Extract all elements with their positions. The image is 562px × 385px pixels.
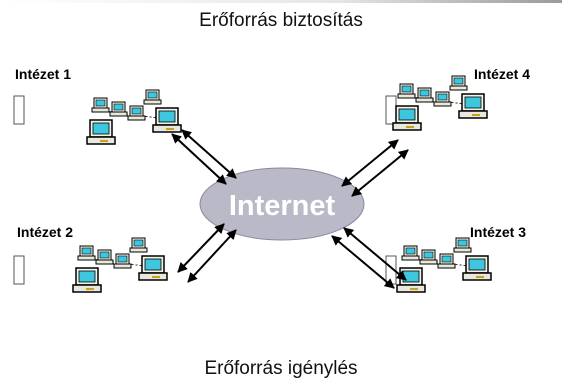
document-icon (13, 95, 25, 125)
institute-1-label: Intézet 1 (15, 66, 72, 82)
arrow-icon (187, 229, 237, 283)
top-caption: Erőforrás biztosítás (199, 10, 363, 31)
arrow-icon (343, 227, 407, 281)
institute-2-label: Intézet 2 (17, 224, 74, 240)
internet-label: Internet (229, 190, 336, 222)
arrow-icon (351, 149, 409, 197)
institute-4-computers (393, 76, 487, 130)
institute-1-computers (87, 90, 181, 144)
bottom-caption: Erőforrás igénylés (204, 358, 358, 379)
internet-cloud (199, 167, 365, 241)
institute-3-computers (397, 238, 491, 292)
document-icon (13, 255, 25, 285)
institute-3-label: Intézet 3 (470, 224, 527, 240)
top-decoration-bar (0, 0, 562, 3)
arrow-icon (341, 139, 399, 187)
institute-4-label: Intézet 4 (474, 66, 531, 82)
arrow-icon (171, 133, 227, 185)
arrow-icon (177, 223, 225, 273)
document-icon (385, 95, 397, 125)
institute-2-computers (73, 238, 167, 292)
arrow-icon (181, 129, 237, 179)
